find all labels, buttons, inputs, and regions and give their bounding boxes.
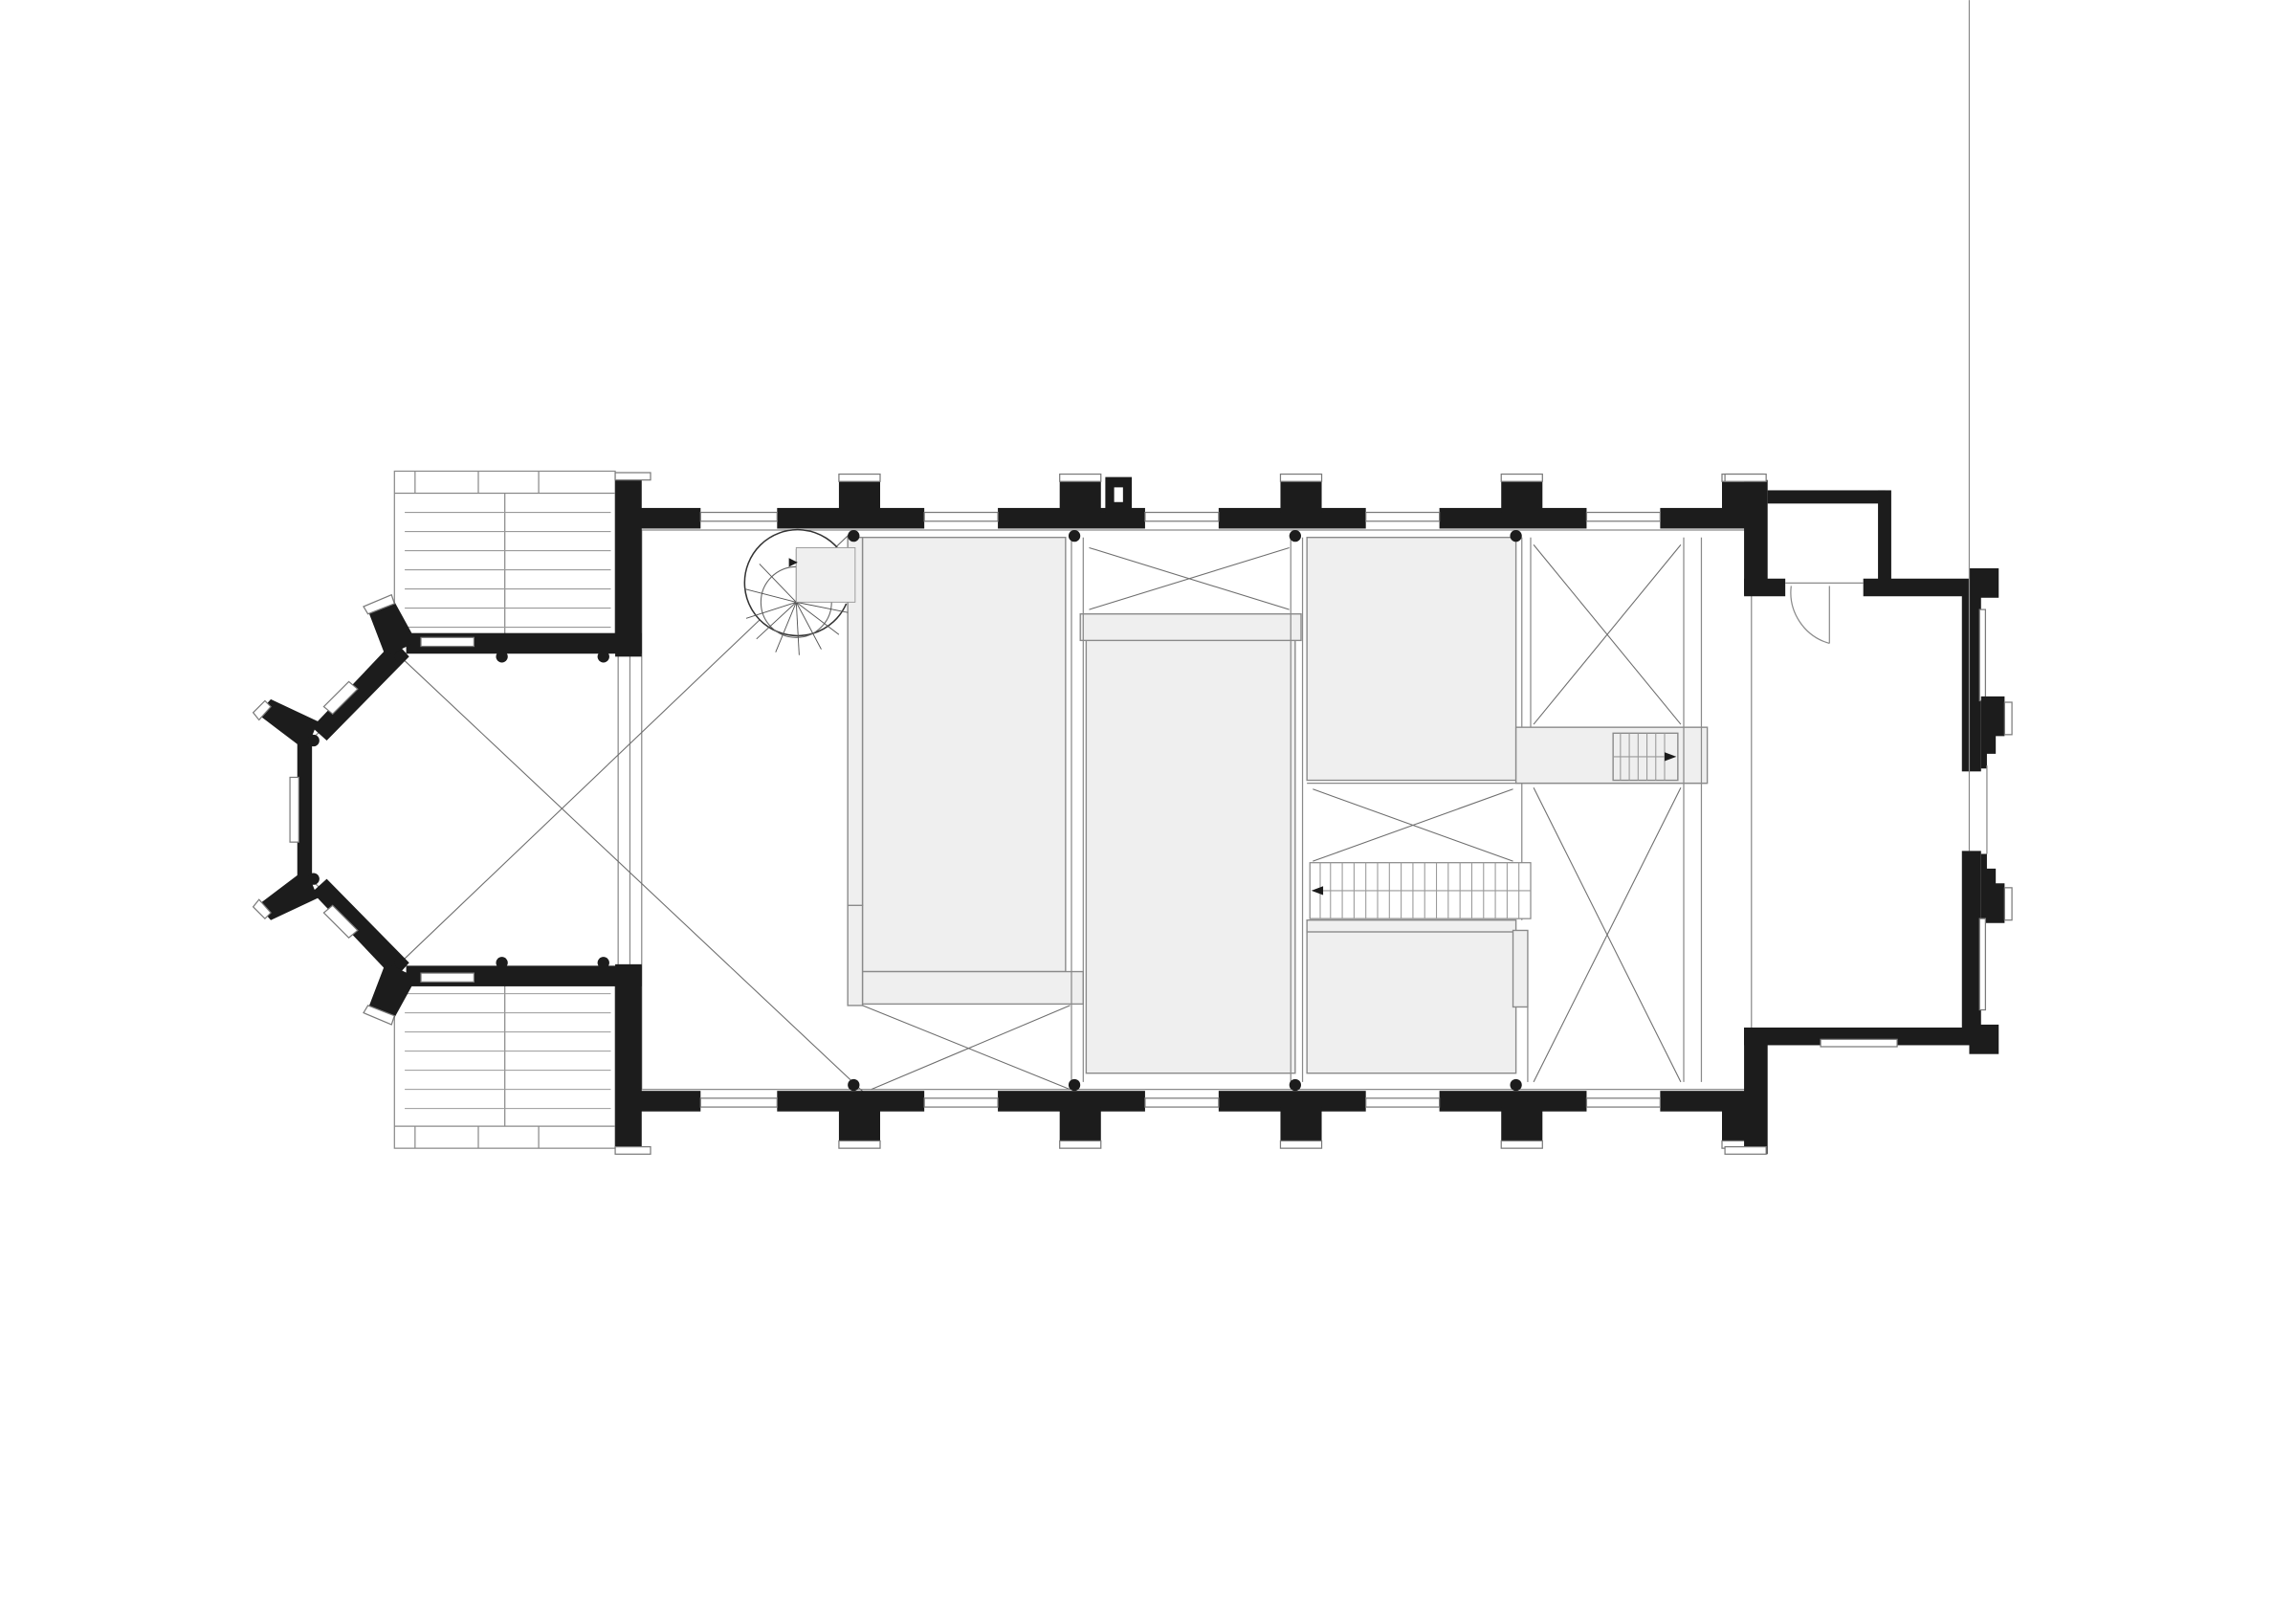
stair-direction-arrow-icon — [788, 558, 798, 567]
buttresses-south — [838, 1078, 1764, 1149]
mezzanine-plate-4 — [1306, 929, 1517, 1074]
mezzanine-ledge — [1306, 919, 1517, 933]
mezzanine-bridge — [1514, 726, 1709, 785]
stair-east-pointing — [1612, 732, 1679, 782]
mezzanine-plate-1 — [861, 537, 1067, 973]
void-markers — [400, 532, 1682, 1097]
stair-direction-arrow-icon — [1665, 752, 1677, 762]
octagonal-apse — [252, 593, 417, 1026]
mezzanine-plate-3 — [1306, 537, 1517, 782]
south-exterior-steps — [393, 974, 616, 1149]
stair-direction-arrow-icon — [1311, 886, 1324, 896]
spiral-stair — [743, 528, 856, 655]
door-swing — [1790, 586, 1830, 645]
stair-west-pointing — [1309, 862, 1532, 919]
buttresses-north — [838, 473, 1764, 542]
mezzanine-post-left — [847, 904, 864, 1007]
interior-lines — [617, 529, 1753, 1091]
mezzanine-plate-2 — [1085, 635, 1296, 1074]
mezzanine-floor-plates — [847, 537, 1709, 1074]
nave-walls — [406, 472, 1752, 1155]
north-exterior-steps — [393, 470, 616, 646]
mezzanine-edge-1 — [861, 970, 1084, 1006]
mezzanine-edge-2 — [1079, 613, 1302, 642]
east-entrance — [1724, 0, 2013, 1155]
mezzanine-post-right — [1512, 929, 1529, 1008]
